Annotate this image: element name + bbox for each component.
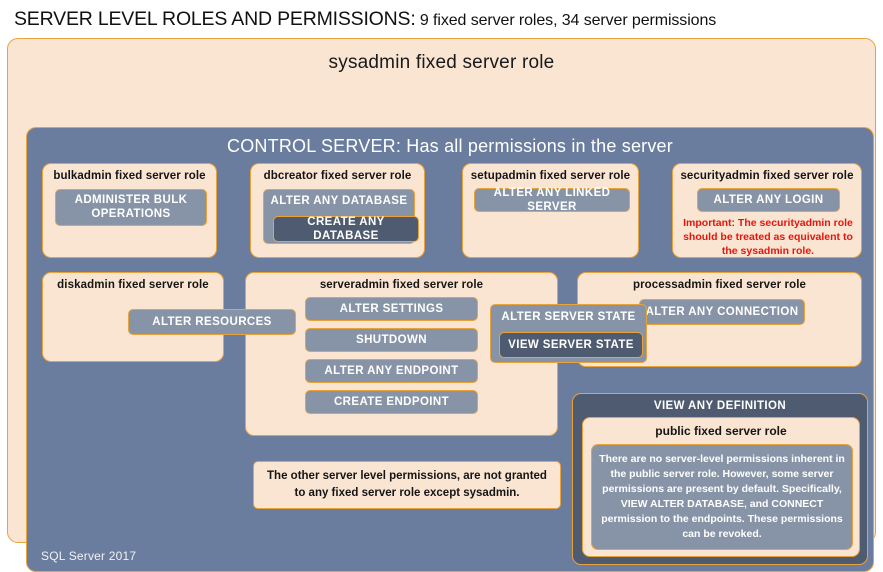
role-title-setupadmin: setupadmin fixed server role <box>470 170 631 182</box>
permission-view-server-state[interactable]: VIEW SERVER STATE <box>499 332 643 358</box>
other-permissions-note: The other server level permissions, are … <box>253 461 561 509</box>
control-server-label: CONTROL SERVER: Has all permissions in t… <box>227 136 673 156</box>
securityadmin-warning-note: Important: The securityadmin role should… <box>683 217 853 258</box>
public-role-description: There are no server-level permissions in… <box>591 444 853 550</box>
permission-alter-any-login[interactable]: ALTER ANY LOGIN <box>697 188 840 212</box>
role-box-public: public fixed server role There are no se… <box>582 417 860 557</box>
role-box-securityadmin: securityadmin fixed server role ALTER AN… <box>672 163 862 258</box>
permission-view-any-definition[interactable]: VIEW ANY DEFINITION public fixed server … <box>572 393 868 565</box>
role-box-bulkadmin: bulkadmin fixed server role ADMINISTER B… <box>42 163 217 258</box>
permission-alter-server-state-label: ALTER SERVER STATE <box>501 311 636 323</box>
role-title-processadmin: processadmin fixed server role <box>632 279 807 291</box>
permission-alter-any-database-label: ALTER ANY DATABASE <box>270 195 408 207</box>
role-box-serveradmin: serveradmin fixed server role ALTER SETT… <box>245 272 558 436</box>
control-server-panel: CONTROL SERVER: Has all permissions in t… <box>26 127 874 572</box>
role-title-securityadmin: securityadmin fixed server role <box>680 170 854 182</box>
page-title: SERVER LEVEL ROLES AND PERMISSIONS: 9 fi… <box>14 6 874 34</box>
footer-version-label: SQL Server 2017 <box>41 549 137 563</box>
role-title-bulkadmin: bulkadmin fixed server role <box>53 170 206 182</box>
role-box-dbcreator: dbcreator fixed server role ALTER ANY DA… <box>250 163 425 258</box>
role-title-public: public fixed server role <box>655 424 787 438</box>
page-title-rest: 9 fixed server roles, 34 server permissi… <box>415 12 717 29</box>
sysadmin-role-label: sysadmin fixed server role <box>328 52 555 73</box>
permission-shutdown[interactable]: SHUTDOWN <box>305 328 478 352</box>
permission-alter-settings[interactable]: ALTER SETTINGS <box>305 297 478 321</box>
page-title-strong: SERVER LEVEL ROLES AND PERMISSIONS: <box>14 8 416 30</box>
role-title-dbcreator: dbcreator fixed server role <box>263 170 412 182</box>
permission-administer-bulk-operations[interactable]: ADMINISTER BULK OPERATIONS <box>55 189 207 226</box>
permission-alter-any-endpoint[interactable]: ALTER ANY ENDPOINT <box>305 359 478 383</box>
permission-alter-any-linked-server[interactable]: ALTER ANY LINKED SERVER <box>474 187 630 213</box>
role-title-diskadmin: diskadmin fixed server role <box>57 279 209 291</box>
permission-alter-resources[interactable]: ALTER RESOURCES <box>128 309 296 335</box>
role-title-serveradmin: serveradmin fixed server role <box>319 279 484 291</box>
sysadmin-role-container: sysadmin fixed server role CONTROL SERVE… <box>7 38 876 572</box>
permission-view-any-definition-label: VIEW ANY DEFINITION <box>653 400 787 412</box>
permission-create-endpoint[interactable]: CREATE ENDPOINT <box>305 390 478 414</box>
permission-alter-any-connection[interactable]: ALTER ANY CONNECTION <box>639 299 805 325</box>
role-box-setupadmin: setupadmin fixed server role ALTER ANY L… <box>462 163 639 258</box>
permission-create-any-database[interactable]: CREATE ANY DATABASE <box>273 216 419 242</box>
